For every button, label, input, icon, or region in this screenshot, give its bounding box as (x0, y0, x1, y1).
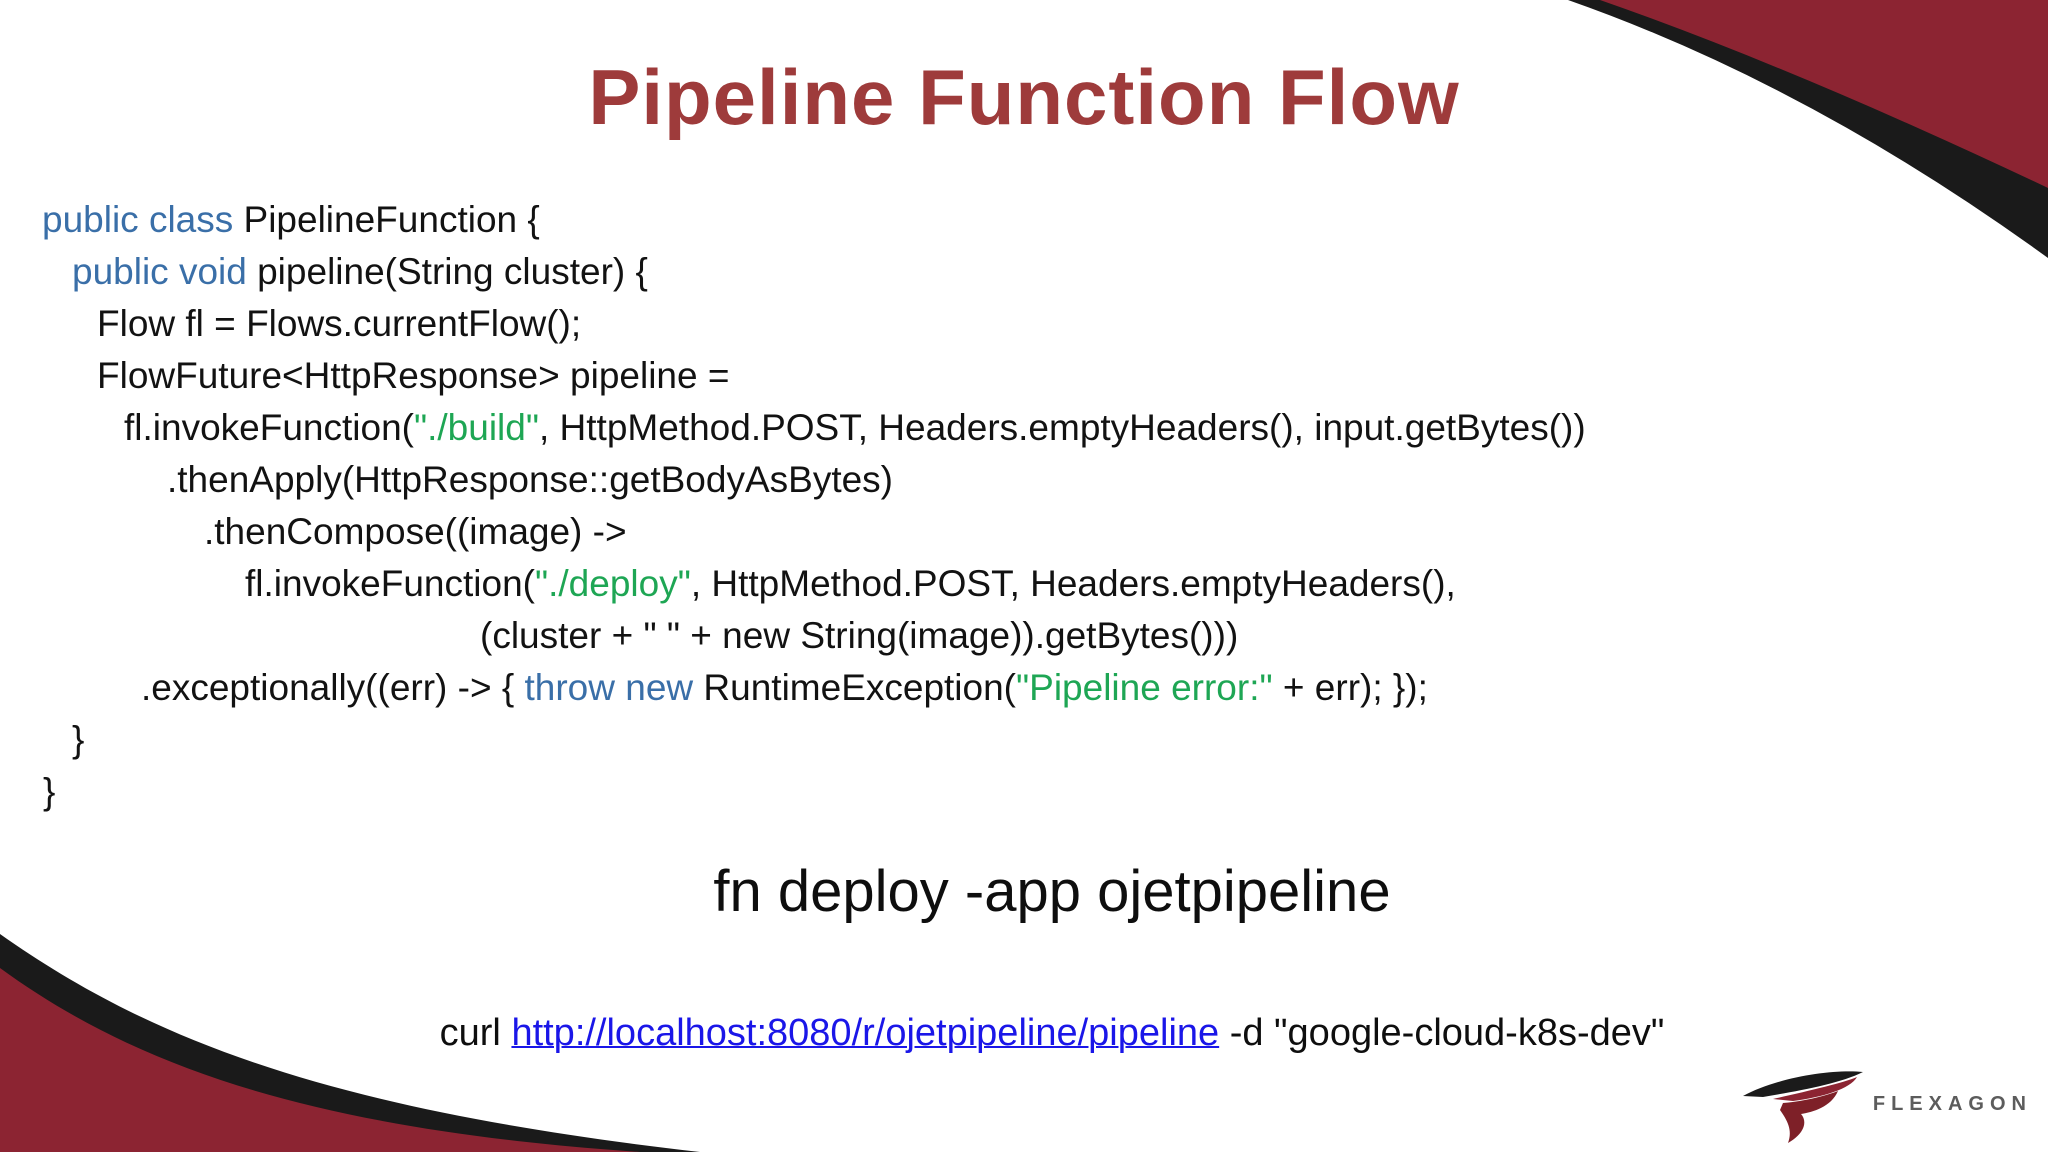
code-line: FlowFuture<HttpResponse> pipeline = (97, 355, 730, 396)
code-line: public class PipelineFunction { (42, 199, 540, 240)
fn-deploy-command: fn deploy -app ojetpipeline (713, 859, 1391, 924)
code-block: public class PipelineFunction { public vo… (0, 194, 2048, 818)
flexagon-brand-text: FLEXAGON (1872, 1092, 2032, 1115)
code-line: public void pipeline(String cluster) { (72, 251, 648, 292)
pipeline-url-link[interactable]: http://localhost:8080/r/ojetpipeline/pip… (511, 1012, 1220, 1054)
flexagon-logo: FLEXAGON (1742, 1064, 2032, 1144)
code-line: fl.invokeFunction("./build", HttpMethod.… (124, 407, 1586, 448)
code-line: fl.invokeFunction("./deploy", HttpMethod… (245, 563, 1456, 604)
curl-command: curl http://localhost:8080/r/ojetpipelin… (28, 1012, 2048, 1055)
code-line: .thenCompose((image) -> (204, 511, 627, 552)
code-line: } (72, 719, 85, 760)
code-line: .exceptionally((err) -> { throw new Runt… (141, 667, 1428, 708)
curl-prefix: curl (439, 1012, 512, 1054)
code-line: (cluster + " " + new String(image)).getB… (480, 615, 1239, 656)
code-line: } (43, 771, 56, 812)
curl-suffix: -d "google-cloud-k8s-dev" (1219, 1012, 1665, 1054)
page-title: Pipeline Function Flow (588, 53, 1460, 141)
code-line: .thenApply(HttpResponse::getBodyAsBytes) (167, 459, 893, 500)
flexagon-tornado-icon (1742, 1071, 1863, 1143)
code-line: Flow fl = Flows.currentFlow(); (97, 303, 582, 344)
bottom-left-maroon-shape (0, 968, 640, 1152)
